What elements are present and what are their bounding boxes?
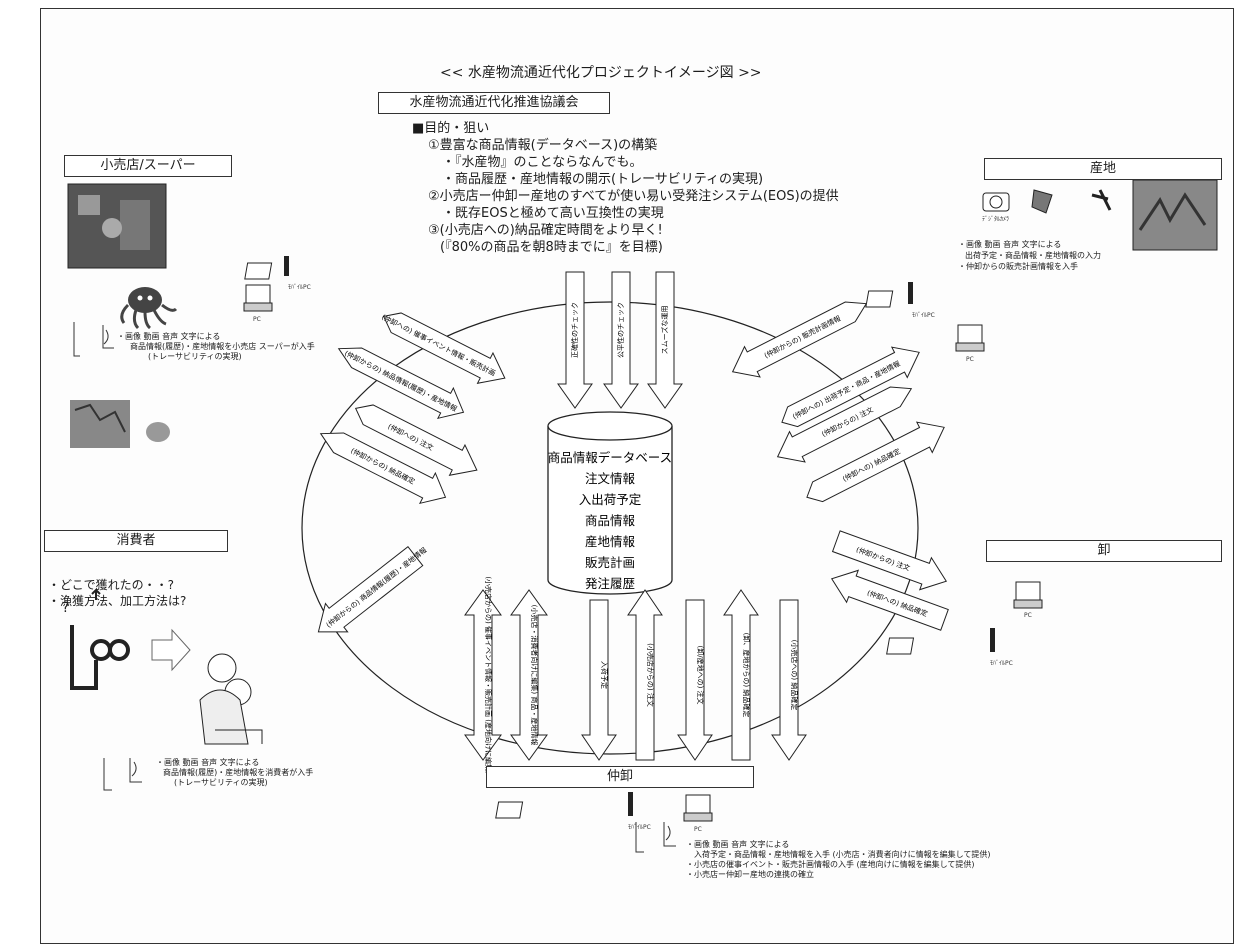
origin-pc-icon bbox=[956, 325, 984, 351]
family-illustration bbox=[200, 654, 262, 744]
octopus-illustration bbox=[122, 287, 176, 328]
origin-label: 産地 bbox=[1090, 161, 1116, 176]
origin-note-1: ・画像 動画 音声 文字による bbox=[958, 240, 1061, 250]
retail-note-3: (トレーサビリティの実現) bbox=[148, 352, 242, 362]
intermediate-section-box: 仲卸 bbox=[486, 766, 754, 788]
consumer-arrow: (仲卸からの) 商品情報(履歴)・産地情報 bbox=[307, 534, 436, 646]
top-arrow-2-label: 公平性のチェック bbox=[616, 302, 625, 358]
bottom-arrow-6: (卸、産地からの) 納品確定 bbox=[724, 590, 758, 760]
top-arrow-2: 公平性のチェック bbox=[604, 272, 638, 408]
document-icon-retail bbox=[74, 322, 114, 356]
bottom-arrow-5-label: (卸/産地への) 注文 bbox=[696, 645, 705, 704]
origin-note-3: ・仲卸からの販売計画情報を入手 bbox=[958, 262, 1078, 272]
consumer-note-1: ・画像 動画 音声 文字による bbox=[156, 758, 259, 768]
retail-laptop-icon bbox=[245, 256, 289, 279]
bottom-arrow-6-label: (卸、産地からの) 納品確定 bbox=[742, 633, 751, 718]
document-icon-consumer bbox=[104, 758, 142, 790]
db-line-origin: 産地情報 bbox=[585, 534, 636, 549]
intermediate-pc-icon bbox=[684, 795, 712, 821]
retail-pc-icon bbox=[244, 285, 272, 311]
intermediate-note-4: ・小売店ー仲卸ー産地の連携の確立 bbox=[686, 870, 814, 880]
origin-pc-label: PC bbox=[966, 356, 974, 363]
bottom-arrow-7-label: (小売店への) 納品確定 bbox=[790, 640, 799, 711]
retail-mobile-label: ﾓﾊﾞｲﾙPC bbox=[288, 282, 311, 291]
consumer-label: 消費者 bbox=[116, 533, 155, 548]
origin-section-box: 産地 bbox=[984, 158, 1222, 180]
origin-laptop-icon bbox=[866, 282, 913, 307]
bottom-arrow-4-label: (小売店からの) 注文 bbox=[646, 643, 655, 707]
wholesaler-pc-icon bbox=[1014, 582, 1042, 608]
db-line-order: 注文情報 bbox=[585, 471, 636, 486]
wholesaler-section-box: 卸 bbox=[986, 540, 1222, 562]
wholesaler-mobile-label: ﾓﾊﾞｲﾙPC bbox=[990, 658, 1013, 667]
origin-note-2: 出荷予定・商品情報・産地情報の入力 bbox=[965, 251, 1101, 261]
shoppers-illustration bbox=[70, 400, 170, 448]
db-title: 商品情報データベース bbox=[548, 450, 672, 465]
bottom-arrow-3: 入荷予定 bbox=[582, 600, 616, 760]
consumer-question-2: ・漁獲方法、加工方法は? bbox=[48, 592, 186, 609]
bottom-arrow-1-label: (小売店からの) 催事イベント情報・販売計画 (産地向けに編集) bbox=[484, 576, 493, 774]
bottom-arrow-7: (小売店への) 納品確定 bbox=[772, 600, 806, 760]
right-arrow-1: (仲卸からの) 販売計画情報 bbox=[725, 289, 874, 387]
intermediate-note-1: ・画像 動画 音声 文字による bbox=[686, 840, 789, 850]
retail-section-box: 小売店/スーパー bbox=[64, 155, 232, 177]
origin-camera-icon bbox=[983, 193, 1009, 211]
intermediate-label: 仲卸 bbox=[607, 769, 633, 784]
wholesaler-label: 卸 bbox=[1097, 543, 1110, 558]
origin-mobile-label: ﾓﾊﾞｲﾙPC bbox=[912, 310, 935, 319]
retail-label: 小売店/スーパー bbox=[100, 158, 195, 173]
consumer-note-3: (トレーサビリティの実現) bbox=[174, 778, 268, 788]
consumer-question-1: ・どこで獲れたの・・? bbox=[48, 576, 174, 593]
origin-media-icons bbox=[1032, 190, 1110, 213]
retail-note-2: 商品情報(履歴)・産地情報を小売店 スーパーが入手 bbox=[130, 342, 315, 352]
bottom-arrow-3-label: 入荷予定 bbox=[600, 661, 609, 689]
intermediate-note-3: ・小売店の催事イベント・販売計画情報の入手 (産地向けに情報を編集して提供) bbox=[686, 860, 975, 870]
db-line-product: 商品情報 bbox=[585, 513, 636, 528]
wholesaler-pc-label: PC bbox=[1024, 612, 1032, 619]
wholesaler-laptop-icon bbox=[887, 628, 995, 654]
bottom-arrow-2-label: (小売店・消費者向けに編集) 商品・産地情報 bbox=[530, 605, 539, 746]
origin-camera-label: ﾃﾞｼﾞﾀﾙｶﾒﾗ bbox=[982, 214, 1009, 223]
consumer-arrow-label: (仲卸からの) 商品情報(履歴)・産地情報 bbox=[324, 545, 428, 629]
consumer-note-2: 商品情報(履歴)・産地情報を消費者が入手 bbox=[163, 768, 313, 778]
retail-note-1: ・画像 動画 音声 文字による bbox=[117, 332, 220, 342]
right-outline-arrow bbox=[152, 630, 190, 670]
retail-pc-label: PC bbox=[253, 316, 261, 323]
top-arrow-1-label: 正確性のチェック bbox=[570, 302, 579, 358]
bottom-arrow-5: (卸/産地への) 注文 bbox=[678, 600, 712, 760]
bottom-arrow-1: (小売店からの) 催事イベント情報・販売計画 (産地向けに編集) bbox=[465, 576, 501, 774]
origin-fishing-photo bbox=[1133, 180, 1217, 250]
intermediate-mobile-label: ﾓﾊﾞｲﾙPC bbox=[628, 822, 651, 831]
bottom-arrow-4: (小売店からの) 注文 bbox=[628, 590, 662, 760]
db-line-plan: 販売計画 bbox=[585, 555, 635, 570]
intermediate-pc-label: PC bbox=[694, 826, 702, 833]
top-arrow-3-label: スムーズな運用 bbox=[660, 306, 669, 355]
intermediate-note-2: 入荷予定・商品情報・産地情報を入手 (小売店・消費者向けに情報を編集して提供) bbox=[694, 850, 991, 860]
db-line-arrival: 入出荷予定 bbox=[579, 492, 642, 507]
bottom-arrow-2: (小売店・消費者向けに編集) 商品・産地情報 bbox=[511, 590, 547, 760]
consumer-section-box: 消費者 bbox=[44, 530, 228, 552]
db-line-history: 発注履歴 bbox=[585, 576, 635, 591]
top-arrow-1: 正確性のチェック bbox=[558, 272, 592, 408]
intermediate-laptop-icon bbox=[496, 792, 633, 818]
top-arrow-3: スムーズな運用 bbox=[648, 272, 682, 408]
